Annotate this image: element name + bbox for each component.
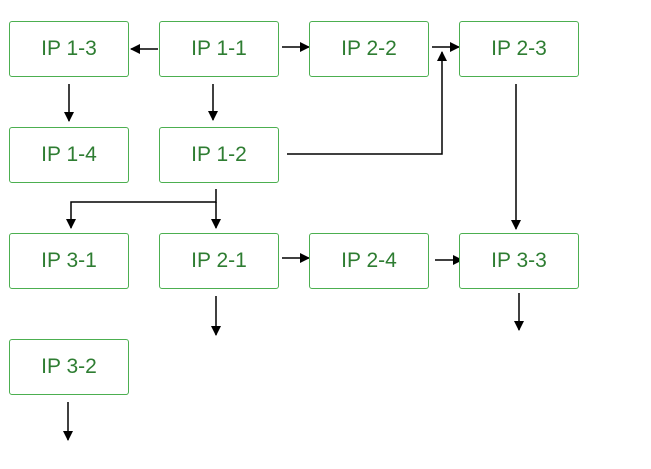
node-ip-1-2: IP 1-2 bbox=[159, 127, 279, 183]
node-ip-1-3: IP 1-3 bbox=[9, 21, 129, 77]
node-ip-2-2: IP 2-2 bbox=[309, 21, 429, 77]
node-ip-1-4: IP 1-4 bbox=[9, 127, 129, 183]
node-ip-3-3: IP 3-3 bbox=[459, 233, 579, 289]
node-ip-2-1: IP 2-1 bbox=[159, 233, 279, 289]
node-ip-1-1: IP 1-1 bbox=[159, 21, 279, 77]
node-ip-2-3: IP 2-3 bbox=[459, 21, 579, 77]
node-ip-3-2: IP 3-2 bbox=[9, 339, 129, 395]
edge-ip1-2-to-ip2-3 bbox=[287, 51, 447, 155]
node-ip-2-4: IP 2-4 bbox=[309, 233, 429, 289]
node-ip-3-1: IP 3-1 bbox=[9, 233, 129, 289]
edge-ip1-2-to-ip3-1 bbox=[66, 189, 217, 229]
